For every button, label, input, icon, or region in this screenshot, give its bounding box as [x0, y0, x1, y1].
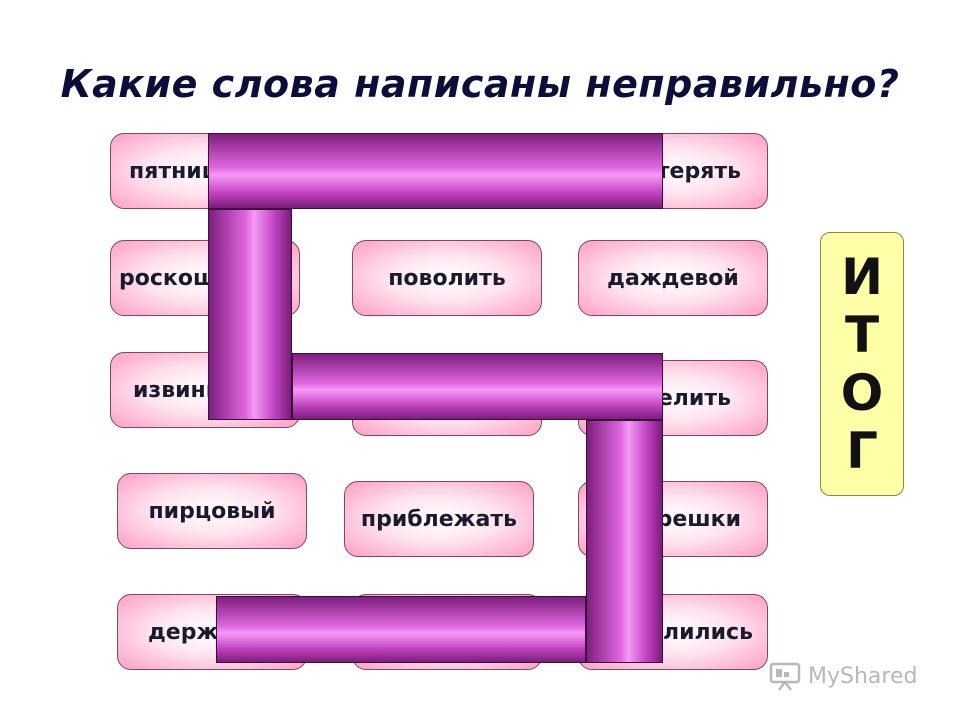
word-card-r2c3[interactable]: даждевой: [578, 240, 768, 316]
word-card-r4c1[interactable]: пирцовый: [117, 473, 307, 549]
word-card-r2c2[interactable]: поволить: [352, 240, 542, 316]
result-letter: Т: [844, 306, 880, 364]
word-card-label: даждевой: [607, 265, 739, 291]
result-letter: Г: [846, 422, 878, 480]
result-button[interactable]: И Т О Г: [820, 232, 904, 496]
cover-bar-left-vertical: [208, 209, 292, 420]
cover-bar-bottom: [216, 596, 586, 663]
slide-title: Какие слова написаны неправильно?: [60, 62, 900, 106]
result-letter: О: [840, 364, 884, 422]
cover-bar-middle: [292, 353, 663, 420]
result-letter: И: [841, 248, 883, 306]
watermark-text: MyShared: [808, 663, 918, 689]
watermark: MyShared: [768, 656, 917, 696]
word-card-label: приблежать: [360, 506, 518, 532]
presentation-icon: [769, 662, 801, 691]
word-card-r4c2[interactable]: приблежать: [344, 481, 534, 557]
cover-bar-right-vertical: [586, 420, 663, 663]
cover-bar-top: [208, 133, 663, 209]
word-card-label: пирцовый: [148, 498, 276, 524]
word-card-label: поволить: [388, 265, 506, 291]
